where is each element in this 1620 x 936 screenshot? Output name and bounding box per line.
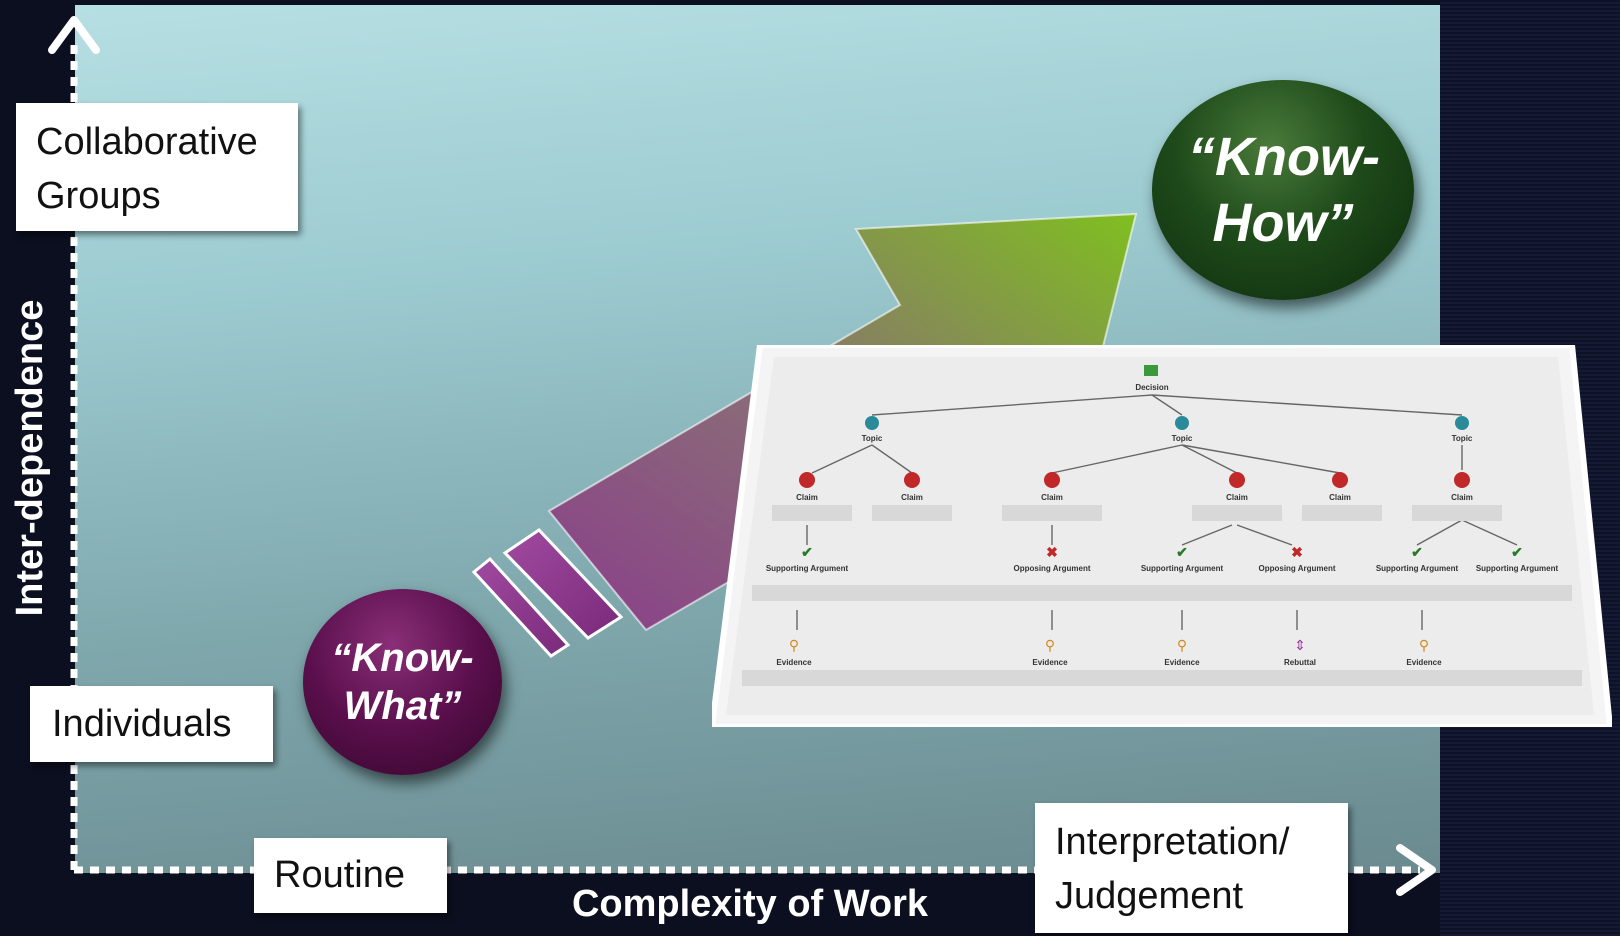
x-axis-arrowhead (1396, 844, 1436, 896)
rebuttal-icon: ⇕ (1294, 637, 1306, 653)
claim-label: Claim (901, 493, 923, 502)
magnifier-icon: ⚲ (1177, 637, 1187, 653)
evidence-label: Evidence (1164, 658, 1200, 667)
arrow-bar-middle (502, 528, 624, 640)
rebuttal-label: Rebuttal (1284, 658, 1316, 667)
supporting-argument-label: Supporting Argument (1376, 564, 1459, 573)
argument-nodes: ✔ Supporting Argument ✖ Opposing Argumen… (766, 544, 1559, 573)
collaborative-groups-label: Collaborative Groups (16, 103, 298, 231)
decision-icon (1144, 365, 1158, 376)
magnifier-icon: ⚲ (1045, 637, 1055, 653)
check-icon: ✔ (801, 544, 813, 560)
y-axis-arrowhead (48, 16, 100, 54)
claim-label: Claim (1041, 493, 1063, 502)
know-how-text: “Know-How” (1188, 127, 1380, 253)
evidence-label: Evidence (1406, 658, 1442, 667)
x-axis-title: Complexity of Work (571, 883, 929, 925)
argument-map-slide: Decision Topic Topic Topic Claim Claim C… (712, 345, 1612, 727)
topic-icon (1455, 416, 1469, 430)
faded-text-rows (742, 505, 1582, 686)
claim-label: Claim (796, 493, 818, 502)
claim-label: Claim (1226, 493, 1248, 502)
know-what-text: “Know-What” (331, 636, 474, 728)
map-connectors (796, 394, 1518, 630)
supporting-argument-label: Supporting Argument (1476, 564, 1559, 573)
know-how-bubble: “Know-How” (1152, 80, 1414, 300)
cross-icon: ✖ (1291, 544, 1303, 560)
claim-icon (1229, 472, 1245, 488)
evidence-nodes: ⚲ Evidence ⚲ Evidence ⚲ Evidence ⇕ Rebut… (776, 637, 1442, 667)
y-axis-title: Inter-dependence (9, 299, 51, 617)
claim-icon (799, 472, 815, 488)
check-icon: ✔ (1176, 544, 1188, 560)
check-icon: ✔ (1411, 544, 1423, 560)
claim-label: Claim (1451, 493, 1473, 502)
claim-label: Claim (1329, 493, 1351, 502)
supporting-argument-label: Supporting Argument (766, 564, 849, 573)
check-icon: ✔ (1511, 544, 1523, 560)
decision-label: Decision (1135, 383, 1168, 392)
claim-icon (1454, 472, 1470, 488)
interpretation-judgement-label: Interpretation/ Judgement (1035, 803, 1348, 933)
slide-inner (726, 357, 1594, 715)
topic-label: Topic (1452, 434, 1473, 443)
claim-nodes: Claim Claim Claim Claim Claim Claim (796, 472, 1473, 502)
opposing-argument-label: Opposing Argument (1013, 564, 1090, 573)
know-what-bubble: “Know-What” (303, 589, 502, 775)
claim-icon (1044, 472, 1060, 488)
cross-icon: ✖ (1046, 544, 1058, 560)
magnifier-icon: ⚲ (789, 637, 799, 653)
topic-nodes: Topic Topic Topic (862, 416, 1473, 443)
routine-label: Routine (254, 838, 447, 913)
claim-icon (904, 472, 920, 488)
evidence-label: Evidence (776, 658, 812, 667)
supporting-argument-label: Supporting Argument (1141, 564, 1224, 573)
arrow-bar-small (471, 556, 571, 658)
topic-label: Topic (1172, 434, 1193, 443)
topic-icon (1175, 416, 1189, 430)
individuals-label: Individuals (30, 686, 273, 762)
opposing-argument-label: Opposing Argument (1258, 564, 1335, 573)
topic-icon (865, 416, 879, 430)
magnifier-icon: ⚲ (1419, 637, 1429, 653)
claim-icon (1332, 472, 1348, 488)
evidence-label: Evidence (1032, 658, 1068, 667)
topic-label: Topic (862, 434, 883, 443)
